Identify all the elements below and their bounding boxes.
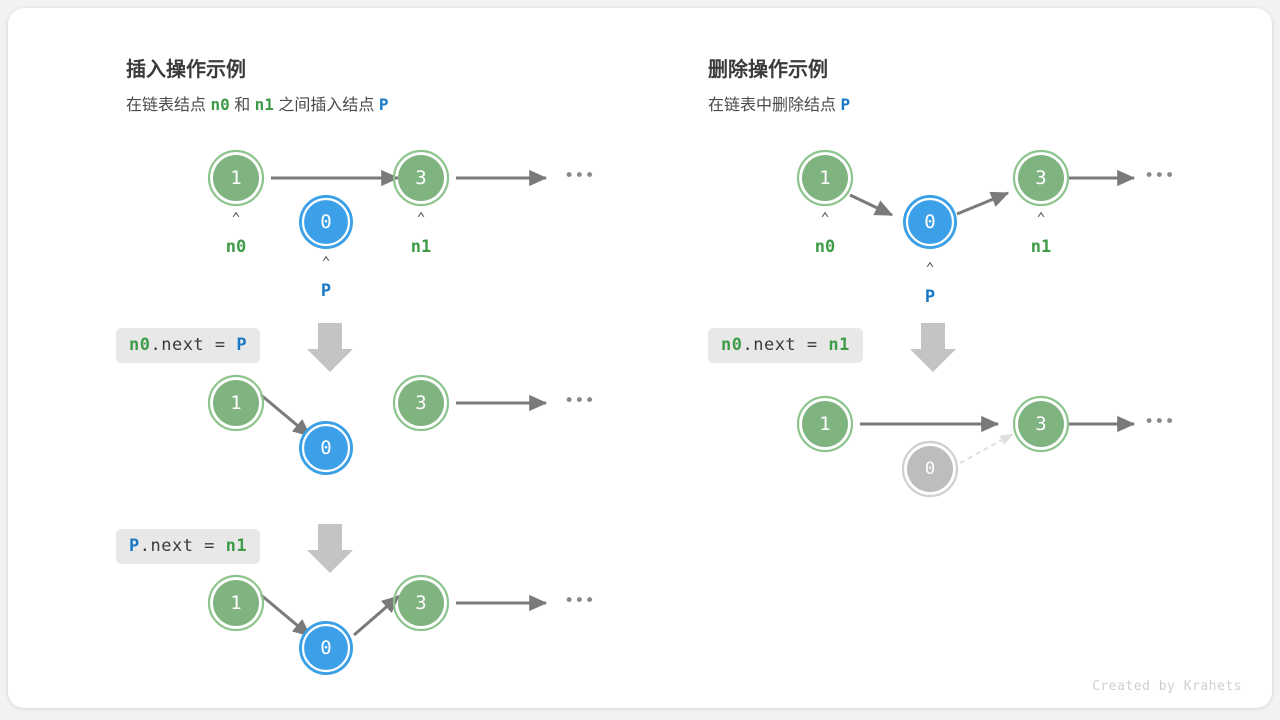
node-value: 0 [320, 637, 331, 659]
node-blue-0: 0 [903, 195, 957, 249]
left-subtitle-part2: 和 [234, 97, 251, 114]
node-green-1: 1 [207, 149, 265, 207]
node-value: 1 [819, 413, 830, 435]
code-token-middle: .next = [139, 536, 226, 556]
arrow-n0-to-p [260, 593, 311, 638]
left-subtitle-var-n1: n1 [254, 95, 274, 114]
left-down-arrow-2 [307, 524, 353, 573]
node-blue-0: 0 [299, 421, 353, 475]
left-step2-group: ••• 1 0 3 [207, 374, 595, 475]
left-step3-code-box: P.next = n1 [116, 529, 261, 564]
node-green-3: 3 [392, 374, 450, 432]
code-token-var-right: P [236, 335, 248, 355]
diagram-stage: ••• 1 ⌃ n0 0 ⌃ P [207, 149, 1175, 675]
node-value: 1 [230, 167, 241, 189]
ellipsis: ••• [564, 591, 595, 611]
code-token-var-left: P [129, 536, 140, 556]
arrow-p-to-n1 [353, 594, 400, 637]
caret-icon: ⌃ [1036, 209, 1045, 227]
right-down-arrow-1 [910, 323, 956, 372]
node-value: 3 [415, 392, 426, 414]
right-subtitle-part1: 在链表中删除结点 [708, 97, 837, 114]
node-value: 1 [230, 392, 241, 414]
pointer-label-n1: n1 [411, 237, 431, 257]
node-value: 3 [1035, 413, 1046, 435]
left-step1-group: ••• 1 ⌃ n0 0 ⌃ P [207, 149, 595, 301]
ellipsis: ••• [564, 391, 595, 411]
node-blue-0: 0 [299, 621, 353, 675]
right-panel-subtitle: 在链表中删除结点 P [708, 91, 850, 115]
node-value: 3 [1035, 167, 1046, 189]
ellipsis: ••• [1144, 166, 1175, 186]
code-token-var-left: n0 [721, 335, 743, 355]
node-green-1: 1 [207, 374, 265, 432]
node-value: 1 [819, 167, 830, 189]
right-panel-title: 删除操作示例 [708, 59, 828, 81]
node-value: 3 [415, 592, 426, 614]
arrow-n0-to-p [849, 193, 894, 217]
left-subtitle-part1: 在链表结点 [126, 97, 207, 114]
code-token-var-right: n1 [828, 335, 850, 355]
arrow-deleted-dashed [959, 433, 1014, 464]
diagram-card: 插入操作示例 在链表结点 n0 和 n1 之间插入结点 P 删除操作示例 在链表… [8, 8, 1272, 708]
pointer-label-p: P [925, 287, 935, 307]
right-step2-group: ••• 1 0 3 [796, 395, 1175, 498]
pointer-label-n0: n0 [815, 237, 835, 257]
code-token-middle: .next = [150, 335, 237, 355]
node-value: 0 [924, 211, 935, 233]
node-value: 0 [925, 459, 935, 479]
caret-icon: ⌃ [321, 253, 330, 271]
right-subtitle-var-p: P [840, 95, 851, 114]
pointer-label-n1: n1 [1031, 237, 1051, 257]
node-value: 3 [415, 167, 426, 189]
arrow-p-to-n1 [956, 191, 1010, 216]
arrow-n0-to-p [260, 393, 311, 438]
left-step2-code-box: n0.next = P [116, 328, 261, 363]
right-step1-group: ••• 1 ⌃ n0 0 ⌃ P 3 [796, 149, 1175, 307]
right-step2-code-box: n0.next = n1 [708, 328, 863, 363]
caret-icon: ⌃ [416, 209, 425, 227]
node-green-1: 1 [207, 574, 265, 632]
left-step3-group: ••• 1 0 3 [207, 574, 595, 675]
node-blue-0: 0 [299, 195, 353, 249]
code-token-middle: .next = [742, 335, 829, 355]
pointer-label-n0: n0 [226, 237, 246, 257]
node-value: 0 [320, 211, 331, 233]
node-grey-deleted-0: 0 [901, 440, 959, 498]
left-subtitle-part3: 之间插入结点 [278, 97, 375, 114]
caret-icon: ⌃ [231, 209, 240, 227]
left-panel-title: 插入操作示例 [126, 59, 246, 81]
node-green-3: 3 [392, 574, 450, 632]
node-green-1: 1 [796, 395, 854, 453]
node-value: 1 [230, 592, 241, 614]
footer-credit: Created by Krahets [1092, 679, 1242, 694]
node-green-3: 3 [1012, 395, 1070, 453]
node-green-3: 3 [392, 149, 450, 207]
pointer-label-p: P [321, 281, 331, 301]
code-token-var-right: n1 [225, 536, 248, 556]
node-green-3: 3 [1012, 149, 1070, 207]
caret-icon: ⌃ [925, 259, 934, 277]
left-subtitle-var-p: P [378, 95, 389, 114]
left-panel-subtitle: 在链表结点 n0 和 n1 之间插入结点 P [126, 91, 388, 115]
node-green-1: 1 [796, 149, 854, 207]
node-value: 0 [320, 437, 331, 459]
ellipsis: ••• [564, 166, 595, 186]
caret-icon: ⌃ [820, 209, 829, 227]
code-token-var-left: n0 [129, 335, 151, 355]
left-subtitle-var-n0: n0 [210, 95, 230, 114]
ellipsis: ••• [1144, 412, 1175, 432]
left-down-arrow-1 [307, 323, 353, 372]
